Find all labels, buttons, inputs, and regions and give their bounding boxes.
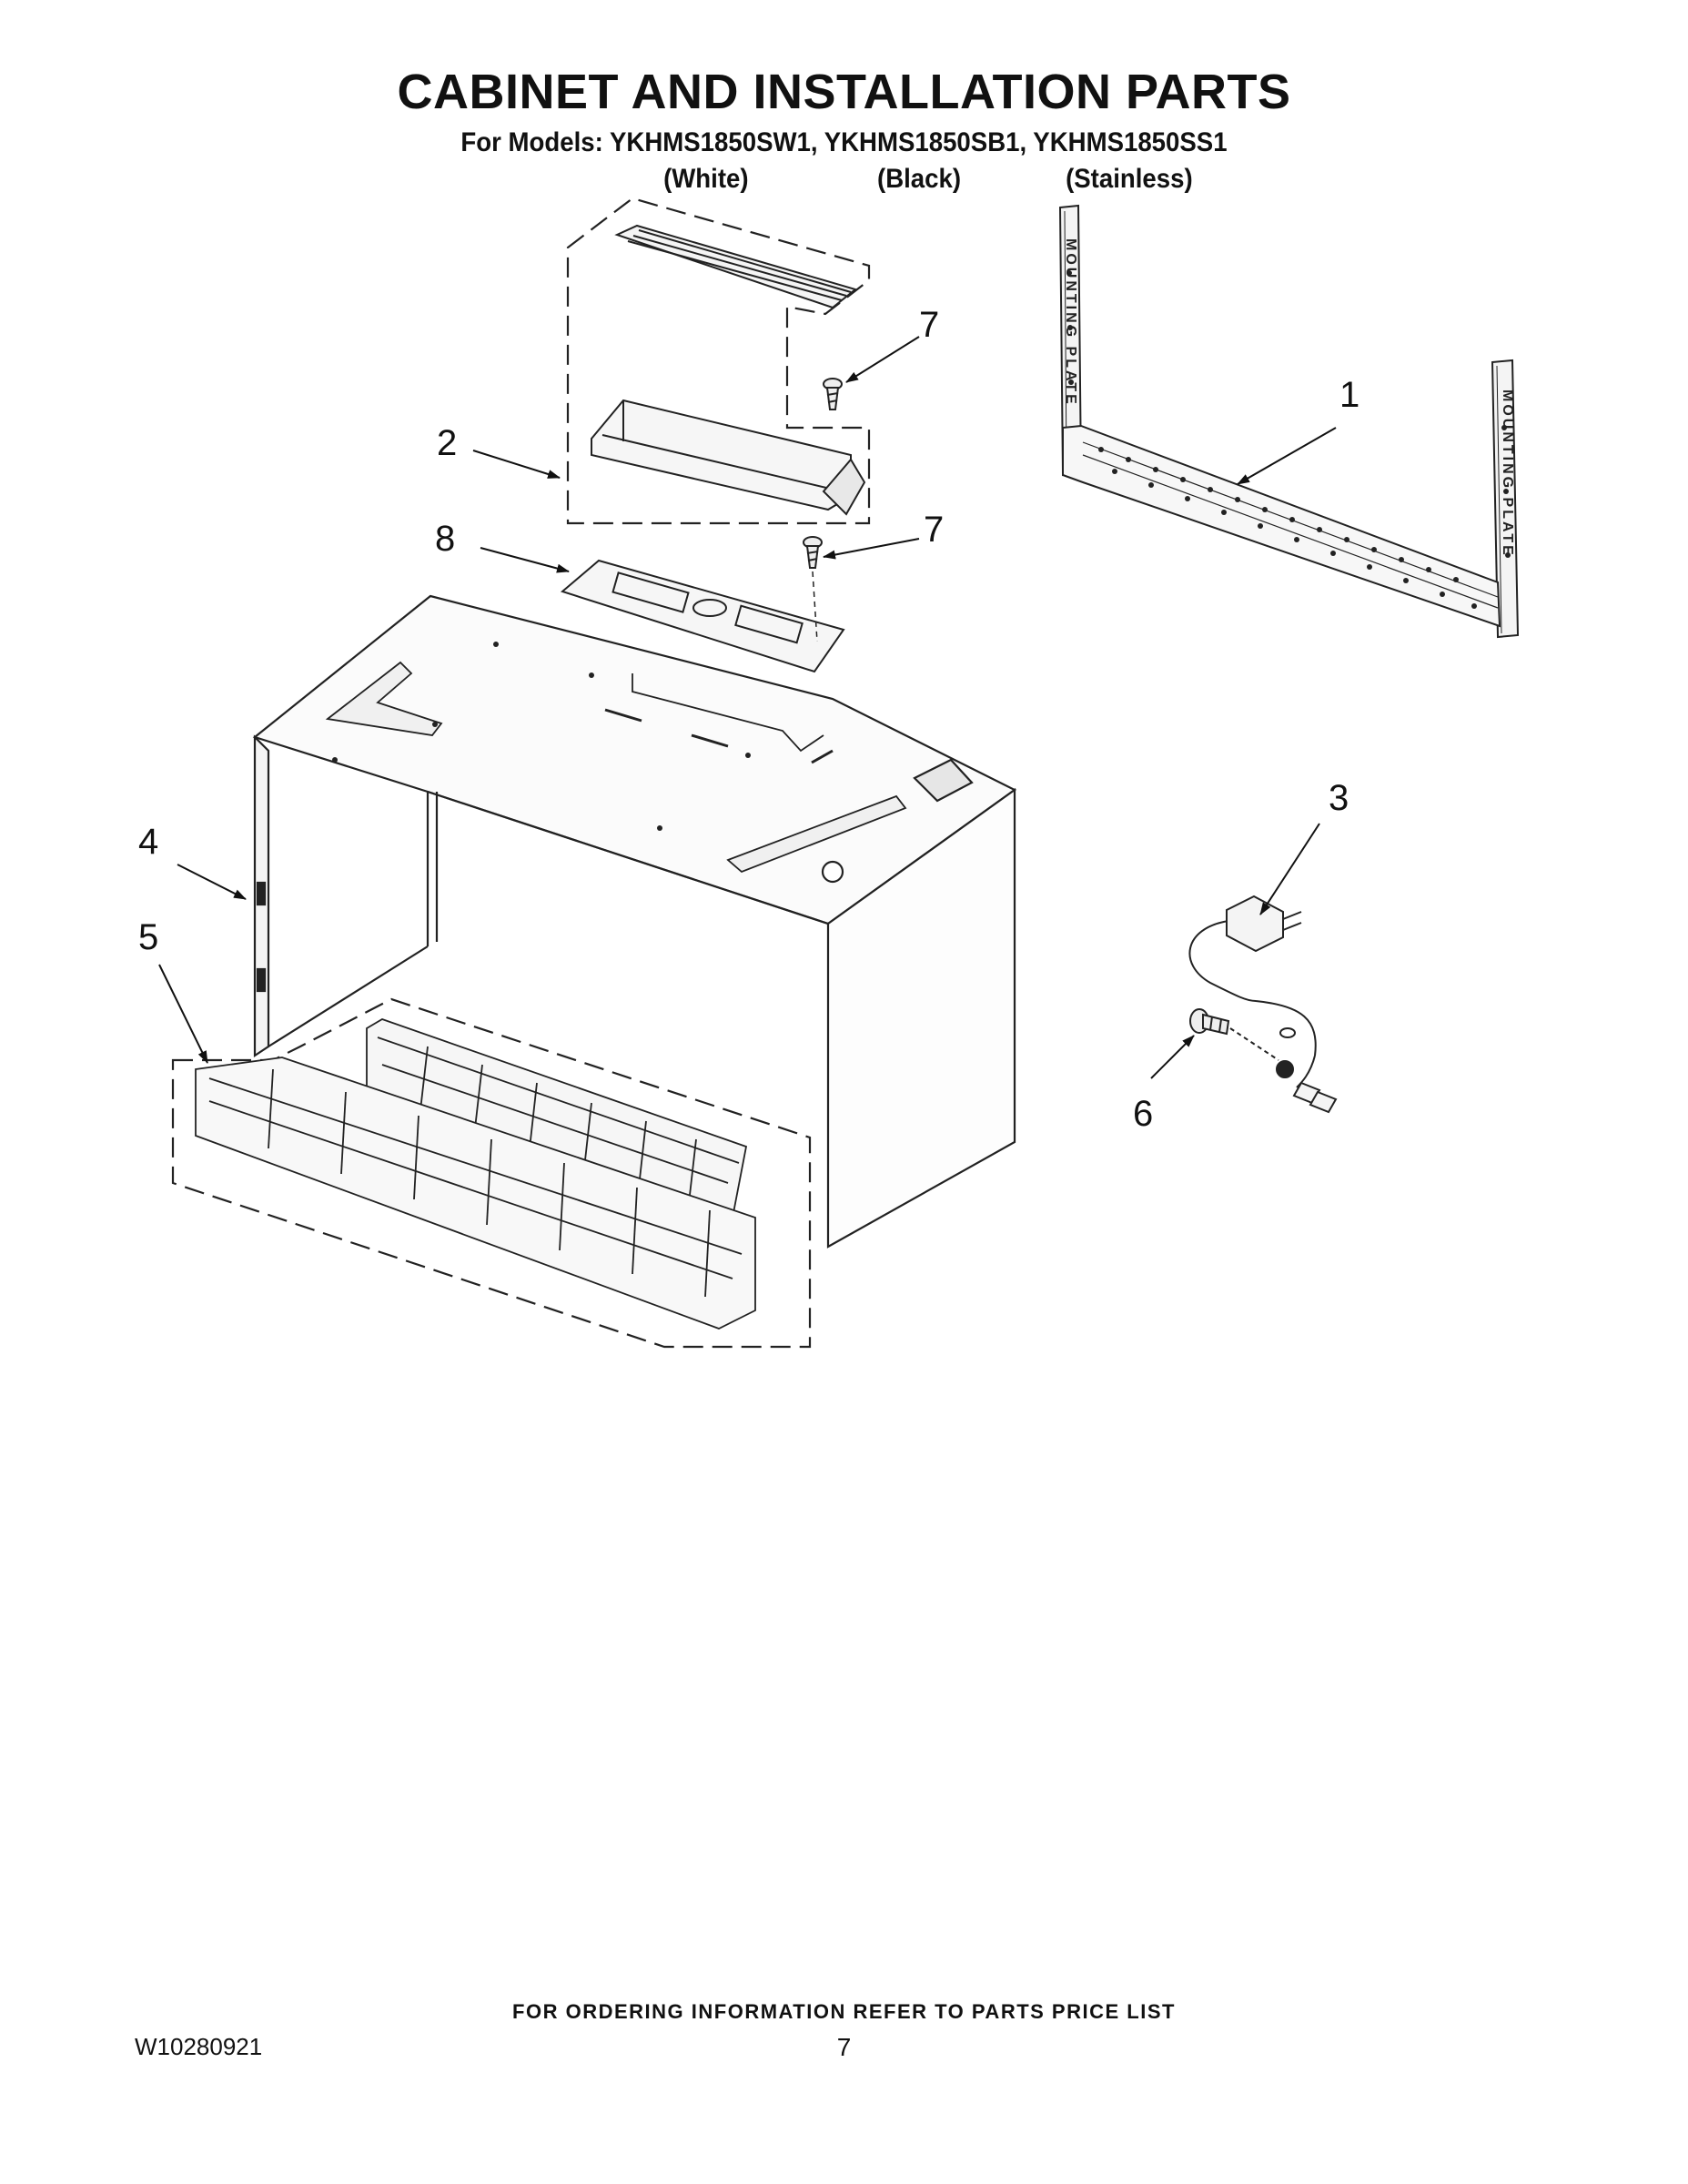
callout-6: 6 xyxy=(1133,1094,1154,1134)
callout-3: 3 xyxy=(1329,778,1349,818)
callout-7-lower: 7 xyxy=(924,510,945,550)
plate-lettering-right: MOUNTING PLATE xyxy=(1500,389,1515,558)
ground-screw xyxy=(1189,1008,1279,1061)
cabinet-wrapper xyxy=(252,594,1017,1249)
air-guide-plate xyxy=(560,559,845,673)
screw-lower xyxy=(803,536,823,569)
vent-assembly-group xyxy=(566,197,871,525)
page-number: 7 xyxy=(836,2033,852,2061)
callout-8: 8 xyxy=(435,519,456,559)
variant-black: (Black) xyxy=(877,164,962,194)
page-title: CABINET AND INSTALLATION PARTS xyxy=(397,65,1291,119)
callout-2: 2 xyxy=(437,423,458,463)
leader-lines xyxy=(158,336,1337,1079)
callout-5: 5 xyxy=(138,917,159,957)
ordering-note: FOR ORDERING INFORMATION REFER TO PARTS … xyxy=(512,2000,1176,2023)
callout-1: 1 xyxy=(1339,375,1360,415)
variant-stainless: (Stainless) xyxy=(1066,164,1193,194)
screw-upper xyxy=(823,378,843,410)
plate-lettering-left: MOUNTING PLATE xyxy=(1063,238,1078,407)
callout-7-upper: 7 xyxy=(919,305,940,345)
callout-4: 4 xyxy=(138,822,159,862)
document-number: W10280921 xyxy=(135,2033,263,2060)
models-line: For Models: YKHMS1850SW1, YKHMS1850SB1, … xyxy=(460,127,1228,157)
power-cord xyxy=(1188,895,1338,1114)
mounting-plate: MOUNTING PLATE MOUNTING PLATE xyxy=(1058,204,1520,639)
variant-white: (White) xyxy=(663,164,749,194)
grille-group xyxy=(171,997,812,1349)
